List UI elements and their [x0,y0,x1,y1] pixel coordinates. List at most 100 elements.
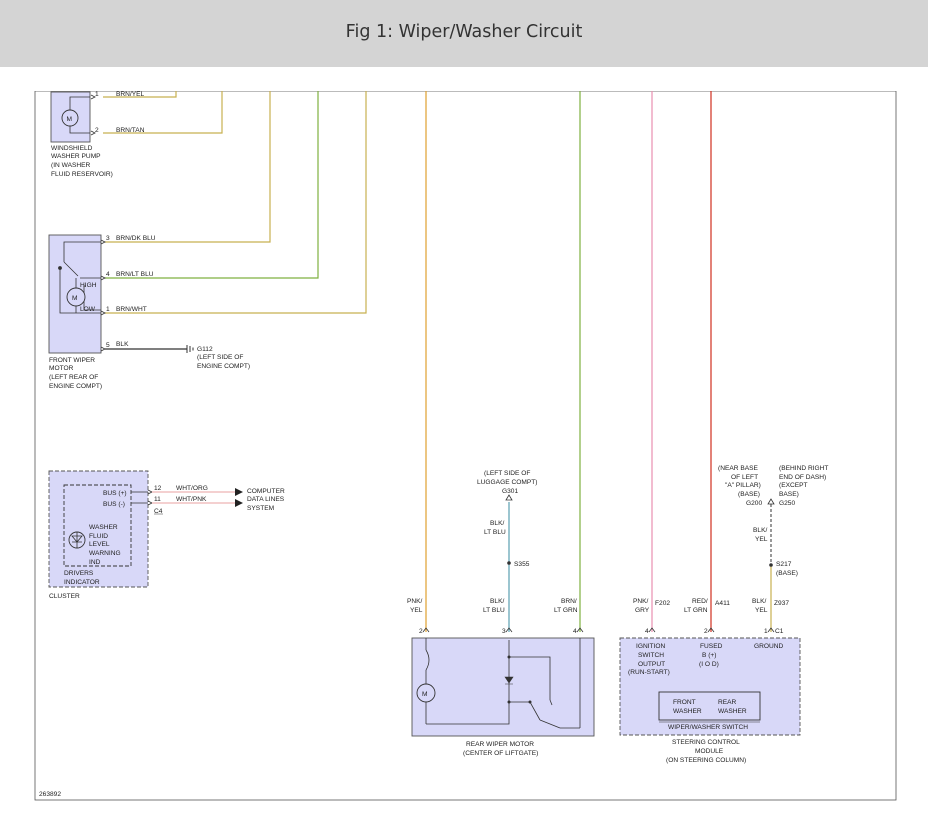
wire-label: BLK [116,341,129,348]
connector-icon [147,489,153,506]
splice-label: S355 [514,561,530,568]
splice-icon [769,563,773,567]
ground-label: (LEFT SIDE OF [197,354,243,361]
function-label: GROUND [754,643,784,650]
wire-label: LT BLU [484,529,506,536]
connector-icon [90,94,96,136]
pin-label: 4 [106,271,110,278]
svg-text:M: M [72,295,78,302]
component-label: (CENTER OF LIFTGATE) [463,750,538,757]
wire-label: BLK/ [490,598,504,605]
circuit-label: F202 [655,600,670,607]
pin-label: 3 [106,235,110,242]
wire-label: BRN/LT BLU [116,271,154,278]
component-label: (LEFT REAR OF [49,374,98,381]
wire-label: LT GRN [554,607,578,614]
ground-label: G250 [779,500,795,507]
page-title: Fig 1: Wiper/Washer Circuit [345,22,583,42]
function-label: (RUN-START) [628,669,670,676]
indicator-label: LEVEL [89,541,110,548]
bus-minus-label: BUS (-) [103,501,125,508]
connector-label: C1 [775,628,784,635]
pin-label: 4 [573,628,577,635]
wire-label: BLK/ [490,520,504,527]
ground-icon [186,345,194,353]
component-label: STEERING CONTROL [672,739,740,746]
indicator-label: DRIVERS [64,570,94,577]
indicator-label: WASHER [89,524,118,531]
page-header [0,0,928,67]
ground-icon [505,494,513,501]
ground-label: (BASE) [738,491,760,498]
ground-label: "A" PILLAR) [725,482,761,489]
ground-icon [767,498,775,505]
motor-symbol: M [422,691,428,698]
motor-symbol: M [67,116,73,123]
pin-label: 1 [95,91,99,98]
pin-label: 2 [419,628,423,635]
indicator-label: INDICATOR [64,579,100,586]
ground-label: (EXCEPT [779,482,808,489]
circuit-label: Z937 [774,600,789,607]
function-label: OUTPUT [638,661,665,668]
splice-icon [507,561,511,565]
arrow-icon [235,488,243,507]
front-wiper-motor: M HIGH LOW 3 4 1 5 BRN/DK BLU BRN/LT BLU… [48,234,250,390]
wire-label: GRY [635,607,650,614]
splice-label: S217 [776,561,792,568]
instrument-cluster: BUS (+) BUS (-) WASHER FLUID LEVEL WARNI… [48,470,285,600]
ground-label: (LEFT SIDE OF [484,470,530,477]
pin-label: 11 [154,496,161,503]
function-label: SWITCH [638,652,664,659]
bus-plus-label: BUS (+) [103,490,127,497]
component-label: MODULE [695,748,724,755]
frame-top-mask [30,67,928,91]
high-speed-label: HIGH [80,282,97,289]
wire-label: PNK/ [407,598,423,605]
component-label: REAR WIPER MOTOR [466,741,534,748]
switch-label: FRONT [673,699,696,706]
wire-label: LT BLU [483,607,505,614]
wire-label: PNK/ [633,598,649,605]
connector-icon [422,627,584,633]
ground-label: ENGINE COMPT) [197,363,250,370]
circuit-label: A411 [715,600,730,607]
wire-label: RED/ [692,598,708,605]
switch-label: WASHER [673,708,702,715]
diode-icon [504,676,514,685]
wire-label: LT GRN [684,607,708,614]
function-label: B (+) [702,652,716,659]
wire-label: BRN/TAN [116,127,145,134]
wire-label: BLK/ [753,527,767,534]
component-label: MOTOR [49,365,74,372]
pin-label: 2 [95,127,99,134]
component-label: WASHER PUMP [51,153,101,160]
wiper-washer-switch [658,691,761,721]
switch-label: WASHER [718,708,747,715]
function-label: FUSED [700,643,723,650]
function-label: IGNITION [636,643,666,650]
pin-label: 5 [106,342,110,349]
component-label: FRONT WIPER [49,357,95,364]
pin-label: 2 [704,628,708,635]
data-lines-label: SYSTEM [247,505,274,512]
pin-label: 3 [502,628,506,635]
switch-title: WIPER/WASHER SWITCH [668,724,748,731]
component-label: (ON STEERING COLUMN) [666,757,746,764]
motor-icon [416,683,436,703]
motor-icon [61,109,79,127]
connector-icon [100,239,106,352]
front-harness-wires [103,91,367,350]
data-lines-label: DATA LINES [247,496,285,503]
ground-label: G301 [502,488,518,495]
indicator-label: IND [89,559,101,566]
component-label: WINDSHIELD [51,145,93,152]
component-label: FLUID RESERVOIR) [51,171,113,178]
wire-label: BRN/WHT [116,306,147,313]
component-label: (IN WASHER [51,162,91,169]
pin-label: 4 [645,628,649,635]
wire-label: BRN/DK BLU [116,235,156,242]
pin-label: 1 [106,306,110,313]
wire-label: WHT/ORG [176,485,208,492]
